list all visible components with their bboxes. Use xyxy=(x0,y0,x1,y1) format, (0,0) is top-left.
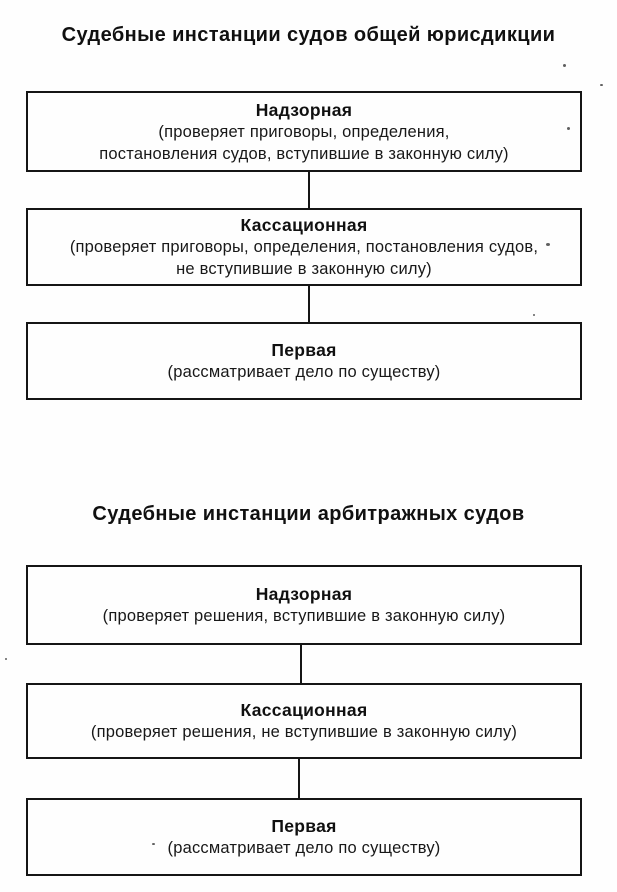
scan-speck xyxy=(563,64,566,67)
instance-description: (проверяет решения, вступившие в законну… xyxy=(102,607,506,625)
instance-name: Надзорная xyxy=(255,584,353,604)
connector-line xyxy=(300,643,302,685)
connector-line xyxy=(308,170,310,210)
instance-description: (проверяет приговоры, определения, поста… xyxy=(69,238,539,278)
instance-name: Надзорная xyxy=(255,99,353,120)
arbitration-first-instance-box: Первая (рассматривает дело по существу) xyxy=(26,798,582,876)
scan-speck xyxy=(533,314,535,316)
arbitration-courts-title: Судебные инстанции арбитражных судов xyxy=(92,503,525,525)
instance-description: (проверяет приговоры, определения, поста… xyxy=(99,122,509,163)
scan-speck xyxy=(600,84,603,86)
instance-description: (рассматривает дело по существу) xyxy=(167,363,441,381)
instance-name: Кассационная xyxy=(240,215,368,235)
connector-line xyxy=(298,757,300,800)
general-first-instance-box: Первая (рассматривает дело по существу) xyxy=(26,322,582,400)
arbitration-cassation-instance-box: Кассационная (проверяет решения, не всту… xyxy=(26,683,582,759)
general-cassation-instance-box: Кассационная (проверяет приговоры, опред… xyxy=(26,208,582,286)
scan-speck xyxy=(152,843,155,845)
instance-name: Первая xyxy=(271,340,337,360)
scan-speck xyxy=(567,127,570,130)
general-jurisdiction-title: Судебные инстанции судов общей юрисдикци… xyxy=(61,24,556,46)
general-supervisory-instance-box: Надзорная (проверяет приговоры, определе… xyxy=(26,91,582,172)
arbitration-supervisory-instance-box: Надзорная (проверяет решения, вступившие… xyxy=(26,565,582,645)
connector-line xyxy=(308,284,310,324)
instance-name: Первая xyxy=(271,816,337,836)
instance-name: Кассационная xyxy=(240,700,368,720)
scan-speck xyxy=(5,658,7,660)
scan-speck xyxy=(546,243,550,246)
instance-description: (проверяет решения, не вступившие в зако… xyxy=(90,723,518,741)
instance-description: (рассматривает дело по существу) xyxy=(167,839,441,857)
